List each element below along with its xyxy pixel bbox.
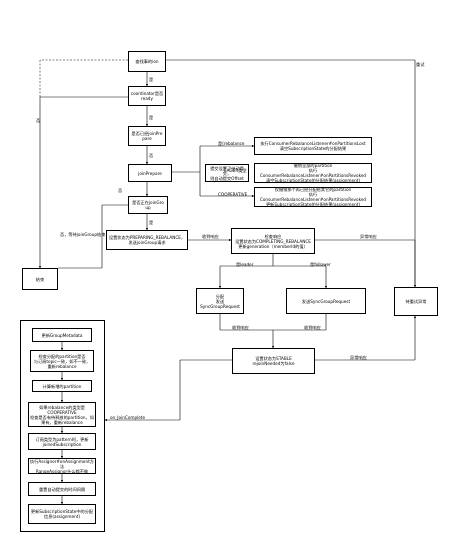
eager-callback-node: 提交设置了自动提交， 则自动提交Offset — [205, 164, 249, 182]
joinprepare-done-node: 是否已经joinPre pare — [128, 126, 166, 146]
update-assignment-node: 更新SubscriptionState中的分配信息(assignment) — [28, 504, 96, 524]
joinprepare-node: joinPrepare — [128, 164, 172, 182]
assignor-complete-node: 执行Assignor#onAssignment方法 RangeAssignor什… — [28, 458, 96, 474]
follower-sync-node: 发送SyncGroupRequest — [286, 288, 366, 314]
label-recv-resp2: 收到响应 — [232, 325, 249, 330]
set-joined-node: 订阅类型为pattern时，更新joinedSubscription — [28, 433, 96, 450]
label-retry: 重试 — [416, 62, 425, 67]
update-metadata-node: 更新GroupMetadata — [32, 328, 92, 342]
label-no2: 否 — [149, 153, 154, 158]
label-cooperative: COOPERATIVE — [218, 192, 248, 197]
onjoincomplete-container — [20, 320, 105, 532]
end-node: 结束 — [22, 268, 58, 290]
retry-later-node: 待重试异常 — [394, 287, 438, 316]
is-joingroup-node: 是否正在joinGro up — [128, 196, 168, 214]
label-is-follower: 是follower — [310, 262, 331, 267]
label-yes2: 是 — [149, 115, 154, 120]
compute-partition-node: 计算新增的partition — [32, 380, 92, 392]
label-abnormal2: 异常响应 — [350, 355, 367, 360]
label-eager: EAGER类型 — [224, 168, 247, 173]
label-on-join-complete: on_JoinComplete — [110, 415, 146, 420]
prepare-rebalance-node: 设置状态为PREPARING_REBALANCE， 发送joinGroup请求 — [106, 230, 188, 250]
revoke-cooperative-node: 仅撤销那个再已经分配给其它的partition 执行ConsumerRebala… — [254, 187, 372, 207]
label-yes3: 是 — [149, 220, 154, 225]
leader-sync-node: 分配 发送SyncGroupRequest — [196, 288, 244, 314]
label-is-leader: 是leader — [236, 262, 254, 267]
eager-action-node: 执行ConsumerRebalanceListener#onPartitions… — [254, 137, 372, 155]
cooperative-revoke-node: 如果rebalance的类型是COOPERATIVE 检查是否有待释放的part… — [28, 402, 96, 427]
check-partition-node: 检查分配的partition是否 与订阅topic一致，如不一致，重新rebal… — [30, 350, 94, 372]
find-coordinator-node: 查找事的ion — [128, 51, 166, 72]
label-recv-resp: 收到响应 — [202, 234, 219, 239]
label-eager-rebalance: 是(rebalance — [218, 141, 245, 146]
label-no3: 否 — [118, 188, 123, 193]
set-stable-node: 设置状态为STABLE rejoinNeeded为false — [232, 348, 315, 374]
coordinator-ready-node: coordinator是否 ready — [128, 86, 166, 106]
label-abnormal: 异常响应 — [360, 234, 377, 239]
reset-autocommit-node: 重置自动提交的时间间隔 — [28, 482, 96, 496]
join-success-node: 检查响应 设置状态为COMPLETING_REBALANCE 更新generat… — [231, 228, 315, 254]
label-recv-resp3: 收到响应 — [304, 325, 321, 330]
revoke-eager-node: 撤销全部的partition 执行ConsumerRebalanceListen… — [254, 163, 372, 183]
label-yes1: 是 — [149, 77, 154, 82]
label-no-join: 否，等待joinGroup结束 — [60, 232, 106, 237]
label-no1: 否 — [36, 118, 41, 123]
